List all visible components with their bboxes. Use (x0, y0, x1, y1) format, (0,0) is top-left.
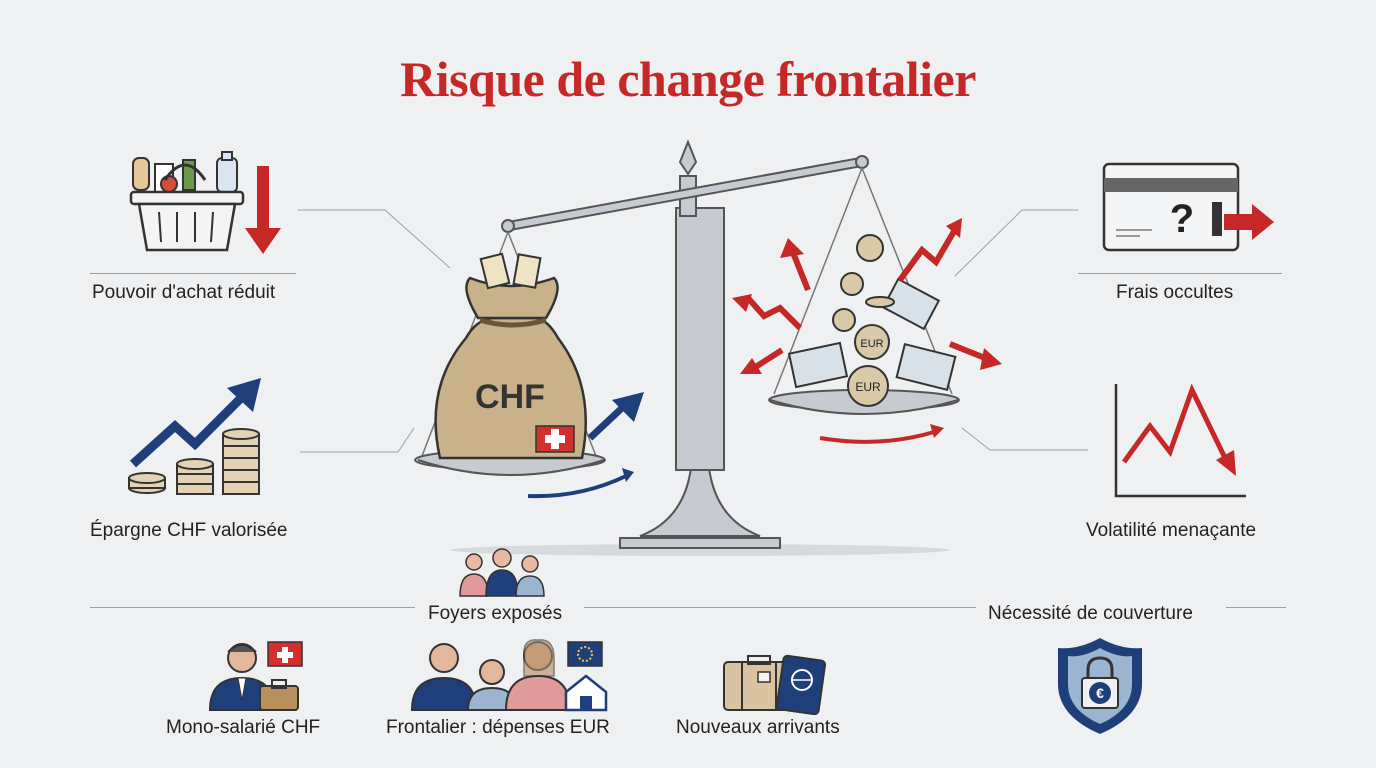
label-hidden-fees: Frais occultes (1116, 282, 1234, 303)
page-title: Risque de change frontalier (400, 51, 976, 107)
savings-growth-icon (128, 378, 261, 495)
rule-bottom-mid (584, 607, 976, 608)
family-icon (459, 548, 545, 597)
mono-salary-icon (208, 641, 303, 711)
label-exposed-households: Foyers exposés (428, 603, 563, 624)
shield-lock-icon: € (1058, 638, 1142, 734)
question-mark: ? (1170, 197, 1194, 241)
balance-scale-icon: CHF EUR EUR (414, 139, 1002, 556)
rule-bottom-left (90, 607, 415, 608)
label-newcomers: Nouveaux arrivants (676, 717, 840, 738)
rule-fees (1078, 273, 1282, 274)
euro-symbol: € (1096, 685, 1104, 701)
grocery-basket-icon (129, 151, 281, 254)
volatility-chart-icon (1114, 383, 1246, 498)
label-volatility: Volatilité menaçante (1086, 520, 1257, 541)
rule-purchasing (90, 273, 296, 274)
chf-bag-text: CHF (475, 378, 545, 416)
eur-coin-text-2: EUR (855, 380, 881, 394)
label-mono-salary: Mono-salarié CHF (166, 717, 321, 738)
card-fees-icon: ? (1102, 162, 1274, 252)
suitcase-passport-icon (723, 654, 827, 716)
eur-coin-text: EUR (860, 338, 883, 350)
label-hedging: Nécessité de couverture (988, 603, 1193, 624)
rule-bottom-right (1226, 607, 1286, 608)
label-savings: Épargne CHF valorisée (90, 520, 288, 541)
frontalier-family-icon (410, 639, 608, 712)
label-frontalier: Frontalier : dépenses EUR (386, 717, 610, 738)
label-purchasing-power: Pouvoir d'achat réduit (92, 282, 276, 303)
